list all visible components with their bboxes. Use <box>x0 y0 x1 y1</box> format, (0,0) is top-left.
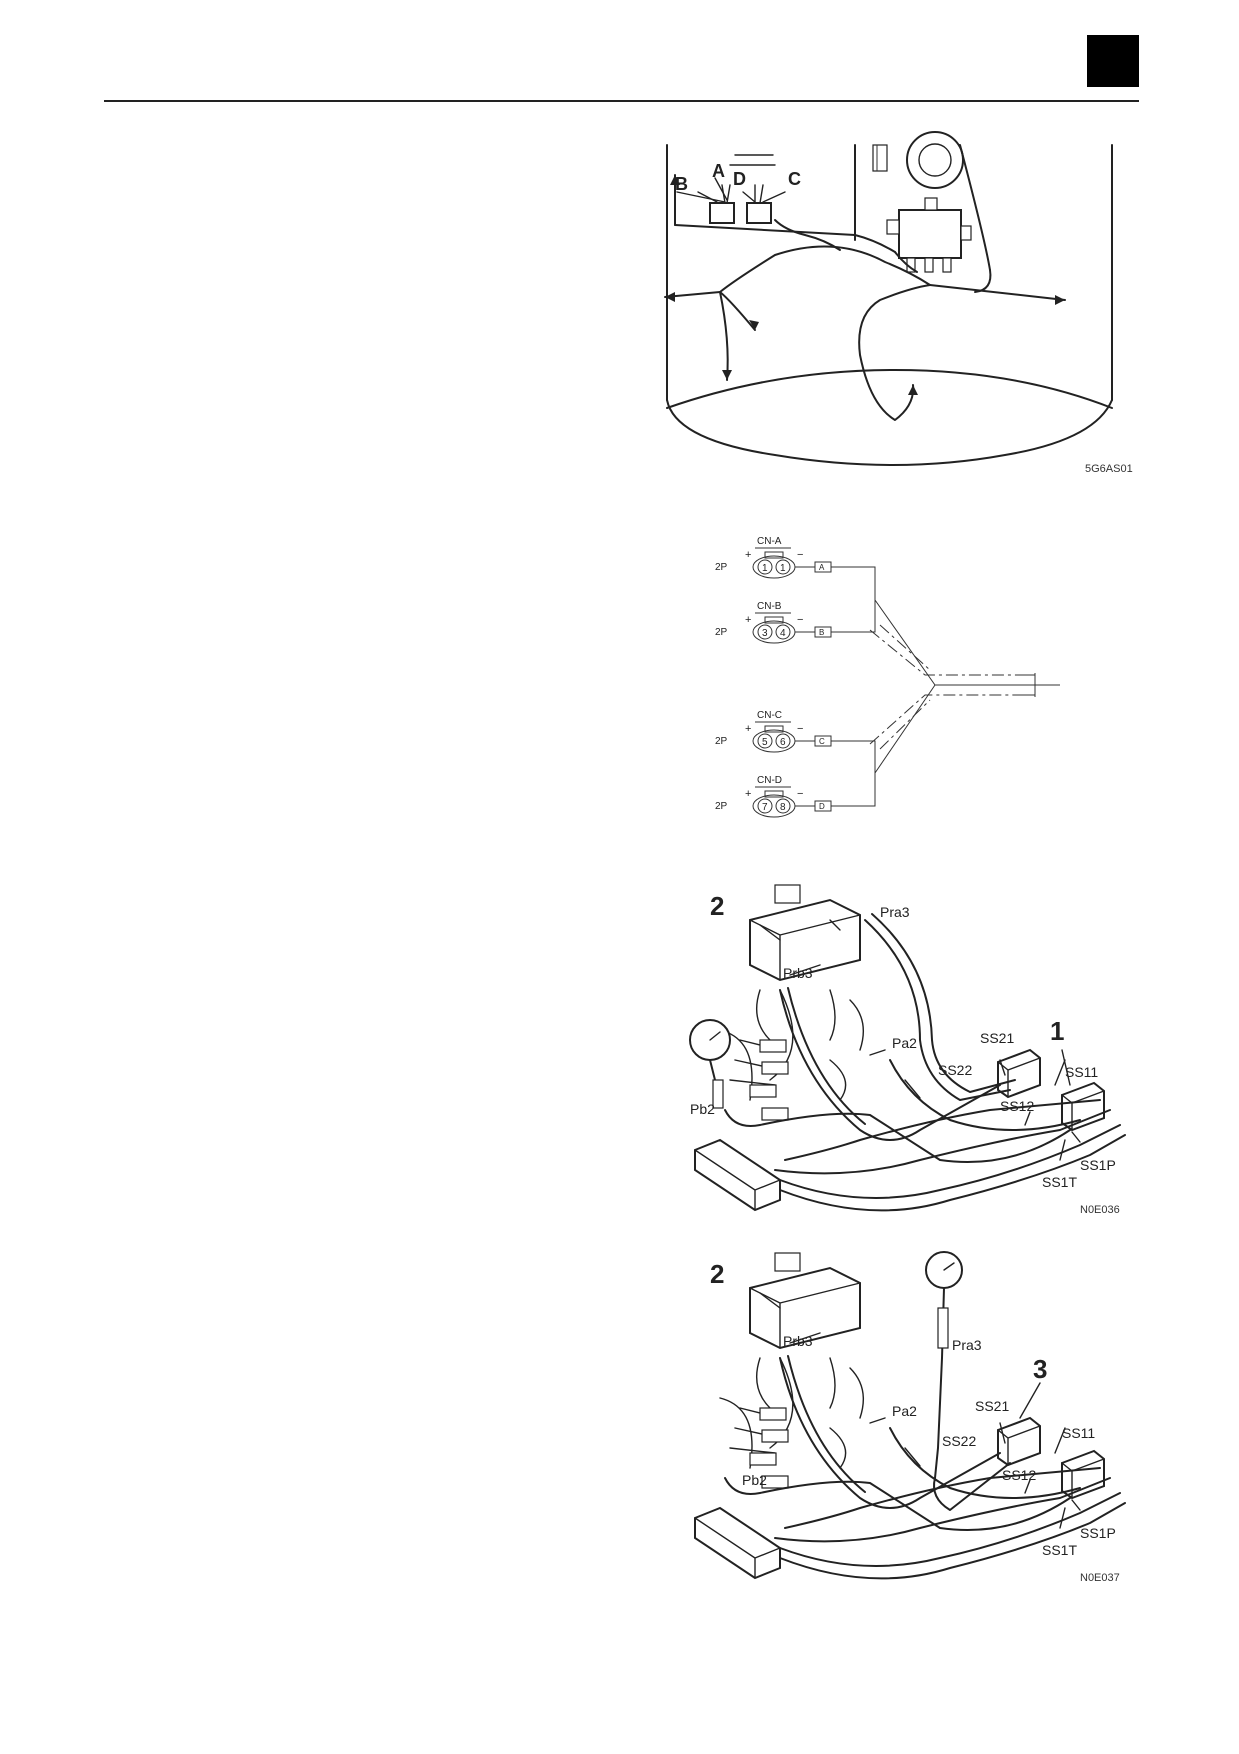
control-valve <box>719 884 864 1121</box>
port-ss1t: SS1T <box>1042 1174 1077 1190</box>
callout-3: 3 <box>1033 1354 1047 1384</box>
svg-text:2P: 2P <box>715 562 728 573</box>
svg-text:C: C <box>819 737 825 746</box>
svg-text:A: A <box>819 563 825 572</box>
port-pb2: Pb2 <box>690 1101 715 1117</box>
machine-outline <box>666 144 1113 466</box>
port-ss21: SS21 <box>980 1030 1014 1046</box>
distributor-block <box>694 1138 781 1212</box>
hose-routing-figure-2: 2 3 Prb3 Pra3 SS21 Pa2 SS22 SS11 SS12 SS… <box>694 1251 1126 1584</box>
svg-text:CN-C: CN-C <box>757 710 782 721</box>
connector-cn-c: CN-C 5 6 + − 2P C <box>715 710 832 753</box>
valve-block <box>886 197 972 273</box>
fan-icon <box>872 131 964 189</box>
hoses <box>724 913 1126 1212</box>
callout-leaders <box>759 919 1081 1161</box>
port-ss12: SS12 <box>1000 1098 1034 1114</box>
label-a: A <box>712 161 725 181</box>
svg-text:1: 1 <box>780 563 786 574</box>
svg-text:2P: 2P <box>715 736 728 747</box>
svg-text:4: 4 <box>780 628 786 639</box>
svg-text:−: − <box>797 788 803 800</box>
port-pra3: Pra3 <box>880 904 910 920</box>
solenoid-valves <box>997 1416 1105 1500</box>
svg-text:3: 3 <box>762 628 768 639</box>
port-ss11: SS11 <box>1065 1064 1098 1080</box>
svg-text:−: − <box>797 723 803 735</box>
svg-text:2P: 2P <box>715 801 728 812</box>
label-d: D <box>733 169 746 189</box>
callout-1: 1 <box>1050 1016 1064 1046</box>
port-pra3: Pra3 <box>952 1337 982 1353</box>
figure-code: 5G6AS01 <box>1085 463 1133 475</box>
callout-2: 2 <box>710 891 724 921</box>
svg-text:D: D <box>819 802 825 811</box>
svg-text:B: B <box>819 628 824 637</box>
svg-text:5: 5 <box>762 737 768 748</box>
figure-code: N0E036 <box>1080 1204 1120 1216</box>
port-ss11: SS11 <box>1062 1425 1095 1441</box>
connector-cn-a: CN-A 1 1 + − 2P A <box>715 536 832 579</box>
port-pa2: Pa2 <box>892 1403 917 1419</box>
svg-text:CN-D: CN-D <box>757 775 782 786</box>
pressure-gauge <box>925 1251 963 1479</box>
port-ss1t: SS1T <box>1042 1542 1077 1558</box>
harness-layout-figure: B A D C 5G6AS01 <box>664 131 1133 475</box>
port-pb2: Pb2 <box>742 1472 767 1488</box>
connector-cn-b: CN-B 3 4 + − 2P B <box>715 601 832 644</box>
port-prb3: Prb3 <box>783 1333 813 1349</box>
harness-branch-lines <box>795 566 1060 807</box>
svg-text:CN-A: CN-A <box>757 536 782 547</box>
port-ss22: SS22 <box>942 1433 976 1449</box>
hoses <box>724 1355 1126 1580</box>
control-valve <box>719 1252 864 1489</box>
port-prb3: Prb3 <box>783 965 813 981</box>
svg-text:+: + <box>745 723 751 735</box>
svg-text:−: − <box>797 549 803 561</box>
port-ss21: SS21 <box>975 1398 1009 1414</box>
harness-wires <box>664 174 1066 421</box>
svg-text:−: − <box>797 614 803 626</box>
figure-code: N0E037 <box>1080 1572 1120 1584</box>
solenoid-pair <box>709 154 776 224</box>
svg-text:6: 6 <box>780 737 786 748</box>
connector-cn-d: CN-D 7 8 + − 2P D <box>715 775 832 818</box>
svg-text:+: + <box>745 549 751 561</box>
svg-text:1: 1 <box>762 563 768 574</box>
port-ss12: SS12 <box>1002 1467 1036 1483</box>
header-rule <box>104 100 1139 102</box>
svg-text:+: + <box>745 788 751 800</box>
label-c: C <box>788 169 801 189</box>
callout-leaders <box>759 1292 1081 1529</box>
port-ss1p: SS1P <box>1080 1525 1116 1541</box>
pressure-gauge <box>689 1019 731 1109</box>
port-ss22: SS22 <box>938 1062 972 1078</box>
svg-text:CN-B: CN-B <box>757 601 782 612</box>
svg-text:2P: 2P <box>715 627 728 638</box>
svg-text:+: + <box>745 614 751 626</box>
distributor-block <box>694 1506 781 1580</box>
hose-routing-figure-1: 2 1 Pra3 Prb3 Pa2 SS21 SS22 SS11 SS12 SS… <box>689 884 1126 1216</box>
connector-schematic: CN-A 1 1 + − 2P A CN-B 3 4 + − 2P B <box>715 536 1060 818</box>
section-tab <box>1087 35 1139 87</box>
svg-text:8: 8 <box>780 802 786 813</box>
label-b: B <box>675 174 688 194</box>
callout-lines <box>676 177 786 203</box>
svg-text:7: 7 <box>762 802 768 813</box>
callout-2: 2 <box>710 1259 724 1289</box>
port-pa2: Pa2 <box>892 1035 917 1051</box>
port-ss1p: SS1P <box>1080 1157 1116 1173</box>
